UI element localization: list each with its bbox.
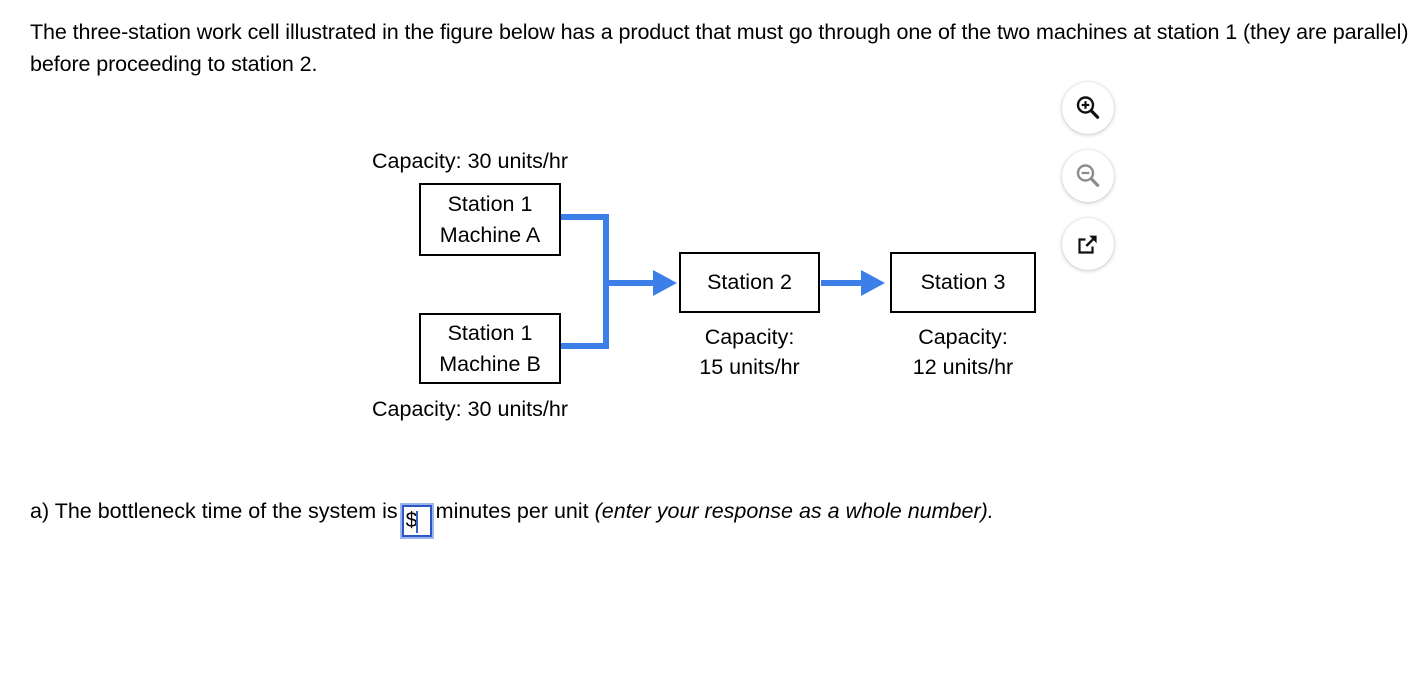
- capacity-label-machine-b: Capacity: 30 units/hr: [372, 397, 568, 421]
- capacity-label-machine-a: Capacity: 30 units/hr: [372, 149, 568, 173]
- node-label-line1: Station 1: [447, 191, 533, 216]
- answer-prefix-text: a) The bottleneck time of the system is: [30, 499, 398, 523]
- connector-machine-a-stub: [561, 214, 609, 220]
- answer-input-value: $: [405, 509, 418, 532]
- arrow-to-station3-icon: [861, 270, 885, 296]
- node-station1-machine-b: Station 1 Machine B: [419, 313, 561, 384]
- capacity-line1: Capacity:: [918, 325, 1008, 349]
- answer-suffix-text: minutes per unit: [435, 499, 589, 523]
- question-intro-text: The three-station work cell illustrated …: [30, 20, 1409, 76]
- node-label-line1: Station 3: [920, 270, 1006, 294]
- capacity-line1: Capacity:: [704, 325, 795, 349]
- node-station3: Station 3: [890, 252, 1036, 313]
- connector-merge-spine: [603, 214, 609, 349]
- capacity-line2: 12 units/hr: [912, 355, 1014, 379]
- node-label-line2: Machine A: [439, 222, 541, 247]
- node-label-line1: Station 2: [707, 270, 792, 294]
- answer-prompt-line: a) The bottleneck time of the system is $…: [30, 495, 994, 539]
- connector-machine-b-stub: [561, 343, 609, 349]
- figure-tool-buttons: [1062, 82, 1118, 286]
- bottleneck-time-input[interactable]: $: [399, 503, 434, 539]
- node-label-line2: Machine B: [439, 351, 541, 376]
- answer-hint-text: (enter your response as a whole number).: [594, 499, 994, 523]
- open-in-new-window-button[interactable]: [1062, 218, 1114, 270]
- node-station1-machine-a: Station 1 Machine A: [419, 183, 561, 256]
- connector-station2-station3-shaft: [821, 280, 862, 286]
- arrow-to-station2-icon: [653, 270, 677, 296]
- open-in-new-window-icon: [1078, 235, 1097, 254]
- capacity-label-station2: Capacity: 15 units/hr: [679, 322, 820, 382]
- zoom-out-button[interactable]: [1062, 150, 1114, 202]
- connector-merge-shaft: [607, 280, 655, 286]
- text-caret: [416, 511, 419, 533]
- node-station2: Station 2: [679, 252, 820, 313]
- zoom-in-icon: [1076, 96, 1100, 119]
- zoom-out-icon: [1076, 164, 1100, 187]
- capacity-label-station3: Capacity: 12 units/hr: [890, 322, 1036, 382]
- node-label-line1: Station 1: [447, 320, 533, 345]
- capacity-line2: 15 units/hr: [699, 355, 800, 379]
- zoom-in-button[interactable]: [1062, 82, 1114, 134]
